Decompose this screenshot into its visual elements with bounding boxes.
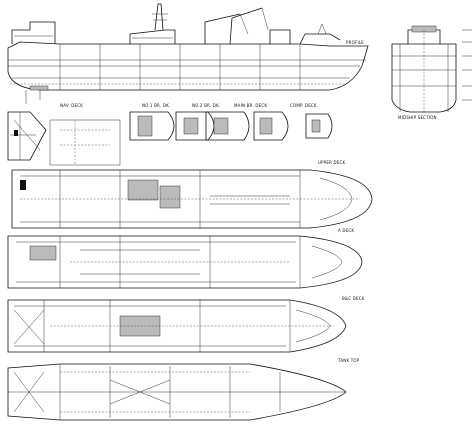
upper-deck-label: UPPER DECK	[318, 160, 346, 165]
midship-section-view	[391, 25, 472, 113]
no1-brdk-label: NO.1 BR. DK.	[142, 103, 171, 108]
tank-top-label: TANK TOP	[338, 358, 360, 363]
profile-label: PROFILE	[346, 40, 364, 45]
deck-detail-row	[7, 111, 333, 166]
midship-section-label: MIDSHIP SECTION	[398, 115, 437, 120]
upper-deck-plan	[11, 169, 373, 229]
no2-brdk-label: NO.2 BR. DK.	[192, 103, 221, 108]
bc-deck-label: B&C DECK	[342, 296, 365, 301]
profile-view	[7, 3, 369, 104]
bc-deck-plan	[7, 299, 347, 353]
comp-deck-label: COMP. DECK	[290, 103, 317, 108]
nav-deck-label: NAV. DECK	[60, 103, 84, 108]
tank-top-plan	[7, 363, 347, 421]
main-brdk-label: MAIN BR. DECK	[234, 103, 268, 108]
a-deck-label: A DECK	[338, 228, 355, 233]
a-deck-plan	[7, 235, 363, 289]
